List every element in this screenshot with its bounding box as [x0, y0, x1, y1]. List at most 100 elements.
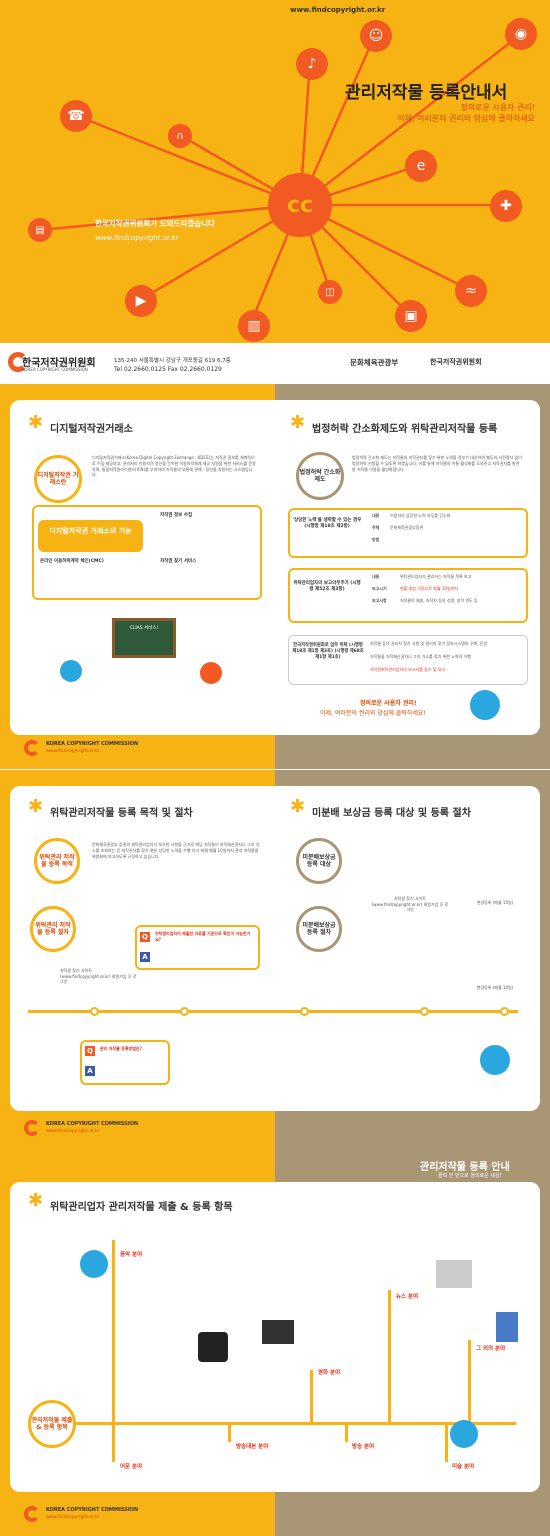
address: 135-240 서울특별시 강남구 개포동길 619 6,7층	[114, 358, 231, 364]
circle-label: 위탁관리 저작물 등록 목적	[34, 838, 80, 884]
row-label: 주체	[372, 525, 380, 530]
kcc-logo-icon	[24, 1506, 40, 1522]
circle-label: 법정허락 간소화제도	[296, 452, 344, 500]
document-icon: e	[405, 150, 437, 182]
category-label: 음악 분야	[120, 1252, 143, 1258]
timeline-line	[76, 1422, 516, 1425]
circle-label: 디지털저작권 거래소란	[34, 455, 82, 503]
duty-box	[288, 635, 528, 685]
case-box	[288, 508, 528, 558]
kcc-logo-icon	[24, 740, 40, 756]
category-label: 그 외의 분야	[476, 1346, 506, 1352]
star-icon: ✱	[28, 1190, 44, 1211]
circle-label: 미분배보상금 등록 절차	[296, 906, 342, 952]
clapperboard-image	[262, 1320, 294, 1344]
mascot-blue	[450, 1420, 478, 1448]
star-icon: ✱	[28, 796, 44, 817]
duty-item: 저작물을 저작재산권자나 그의 거소를 찾기 위한 노력의 이행	[370, 654, 471, 659]
category-label: 영화 분야	[318, 1370, 341, 1376]
tel-fax: Tel 02.2660.0125 Fax 02.2660.0129	[114, 366, 222, 373]
phone-icon: ☎	[60, 100, 92, 132]
tv-icon: ▣	[395, 300, 427, 332]
mascot-blue	[60, 660, 82, 682]
circle-label: 위탁관리 저작물 등록 절차	[30, 906, 76, 952]
row-value: 현황 명칭 기준으로 매월 10일까지	[400, 586, 459, 591]
paragraph: 디지털저작권거래소(Korea Digital Copyright Exchan…	[92, 455, 256, 478]
timeline-line	[28, 1010, 518, 1013]
row-value: 문화체육관광부장관	[390, 525, 424, 530]
row-value: 위탁관리업자가 관리하는 저작물 목록 보고	[400, 574, 472, 579]
functions-title: 디지털저작권 거래소의 기능	[38, 520, 143, 552]
kcc-name: KOREA COPYRIGHT COMMISSION	[46, 1507, 139, 1513]
row-value: 저작물의 제호, 저작자 등의 성명, 창작 연도 등	[400, 598, 478, 603]
row-label: 방법	[372, 537, 380, 542]
org-name: 한국저작권위원회	[22, 358, 96, 369]
kcc-name: KOREA COPYRIGHT COMMISSION	[46, 1121, 139, 1127]
kcc-logo-icon	[24, 1120, 40, 1136]
category-label: 방송 분야	[352, 1444, 375, 1450]
timeline-node	[500, 1007, 509, 1016]
func-head-2: 온라인 이용허락계약 체인(CMC)	[40, 559, 104, 564]
category-label: 미술 분야	[452, 1464, 475, 1470]
duty-label: 한국저작권위원회로 업무 위탁 (시행령 제18조 제1항 제3호) (시행령 …	[292, 643, 364, 660]
step-text: 변경등록 (매월 10일)	[476, 900, 514, 905]
page-title: 관리저작물 등록안내서	[345, 83, 508, 103]
star-icon: ✱	[28, 412, 44, 433]
report-box	[288, 568, 528, 623]
branch-line	[112, 1422, 115, 1462]
report-label: 위탁관리업자의 보고의무추가 (시행령 제52조 제3항)	[293, 581, 361, 592]
cover-url[interactable]: www.findcopyright.or.kr	[95, 234, 179, 242]
row-label: 보고사항	[372, 598, 387, 603]
func-head-1: 저작권 정보 수집	[160, 513, 193, 518]
page4-top-title: 관리저작물 등록 안내	[420, 1162, 510, 1173]
header-url[interactable]: www.findcopyright.or.kr	[290, 6, 386, 14]
wifi-icon: ≈	[455, 275, 487, 307]
page4-top-sub: 클릭 한 번으로 정의로운 세상!	[438, 1173, 502, 1179]
case-label: '상당한 노력'을 생략할 수 있는 경우 (시행령 제18조 제2항)	[292, 518, 362, 529]
duty-item: 저작권위탁관리업자의 보고서를 접수 및 처리	[370, 667, 446, 672]
q-badge: Q	[140, 932, 150, 942]
software-box-image	[496, 1312, 518, 1342]
circle-label: 관리저작물 제출 & 등록 항목	[28, 1400, 76, 1448]
mascot-orange	[200, 662, 222, 684]
network-graphic: cc	[39, 34, 521, 326]
branch-line	[112, 1240, 115, 1422]
game-icon: ✚	[490, 190, 522, 222]
timeline-node	[90, 1007, 99, 1016]
duty-item: 저작물 등의 권리자 찾기 사항 및 권리자 찾기 정보시스템의 구축, 운영	[370, 641, 488, 646]
chalkboard: CLIAS 서비스!	[112, 618, 176, 658]
paragraph: 법정허락 간소화 제도는 저작물의 저작권자를 찾기 위한 노력을 정부가 대신…	[352, 455, 522, 472]
svg-text:cc: cc	[287, 193, 313, 218]
kcc-url[interactable]: www.findcopyright.or.kr	[46, 1129, 100, 1134]
branch-line	[445, 1422, 448, 1462]
step-text: 저작권 찾기 사이트 (www.findcopyright.or.kr) 회원가…	[371, 896, 449, 913]
branch-line	[228, 1422, 231, 1442]
person-icon: ☺	[360, 20, 392, 52]
branch-line	[310, 1370, 313, 1422]
subtitle-1: 정의로운 사용자 권리!	[460, 103, 535, 112]
star-icon: ✱	[290, 412, 306, 433]
slogan-1: 정의로운 사용자 권리!	[360, 700, 417, 707]
slogan-2: 이제, 여러분의 권리와 양심에 클릭하세요!	[320, 710, 426, 717]
row-label: 내용	[372, 574, 380, 579]
book-icon: ▥	[238, 310, 270, 342]
step-text: 저작권 찾기 사이트 (www.findcopyright.or.kr) 회원가…	[60, 968, 137, 985]
ministry-logo: 문화체육관광부	[350, 358, 399, 367]
branch-line	[468, 1340, 471, 1422]
section-title: 법정허락 간소화제도와 위탁관리저작물 등록	[312, 424, 498, 435]
timeline-node	[300, 1007, 309, 1016]
music-icon: ♪	[296, 48, 328, 80]
section-title: 디지털저작권거래소	[50, 424, 133, 435]
org-logo-2: 한국저작권위원회	[430, 358, 482, 366]
logo-icon	[8, 352, 28, 372]
kcc-url[interactable]: www.findcopyright.or.kr	[46, 749, 100, 754]
film-icon: ▶	[125, 285, 157, 317]
mascot-blue	[80, 1250, 108, 1278]
paragraph: 문화체육관광부 장관의 위탁관리업자가 보고한 사항을 근거로 해당 저작물이 …	[92, 842, 260, 859]
kcc-url[interactable]: www.findcopyright.or.kr	[46, 1515, 100, 1520]
q-badge: Q	[85, 1046, 95, 1056]
image-icon: ◫	[318, 280, 342, 304]
a-badge: A	[85, 1066, 95, 1076]
star-icon: ✱	[290, 796, 306, 817]
timeline-node	[420, 1007, 429, 1016]
